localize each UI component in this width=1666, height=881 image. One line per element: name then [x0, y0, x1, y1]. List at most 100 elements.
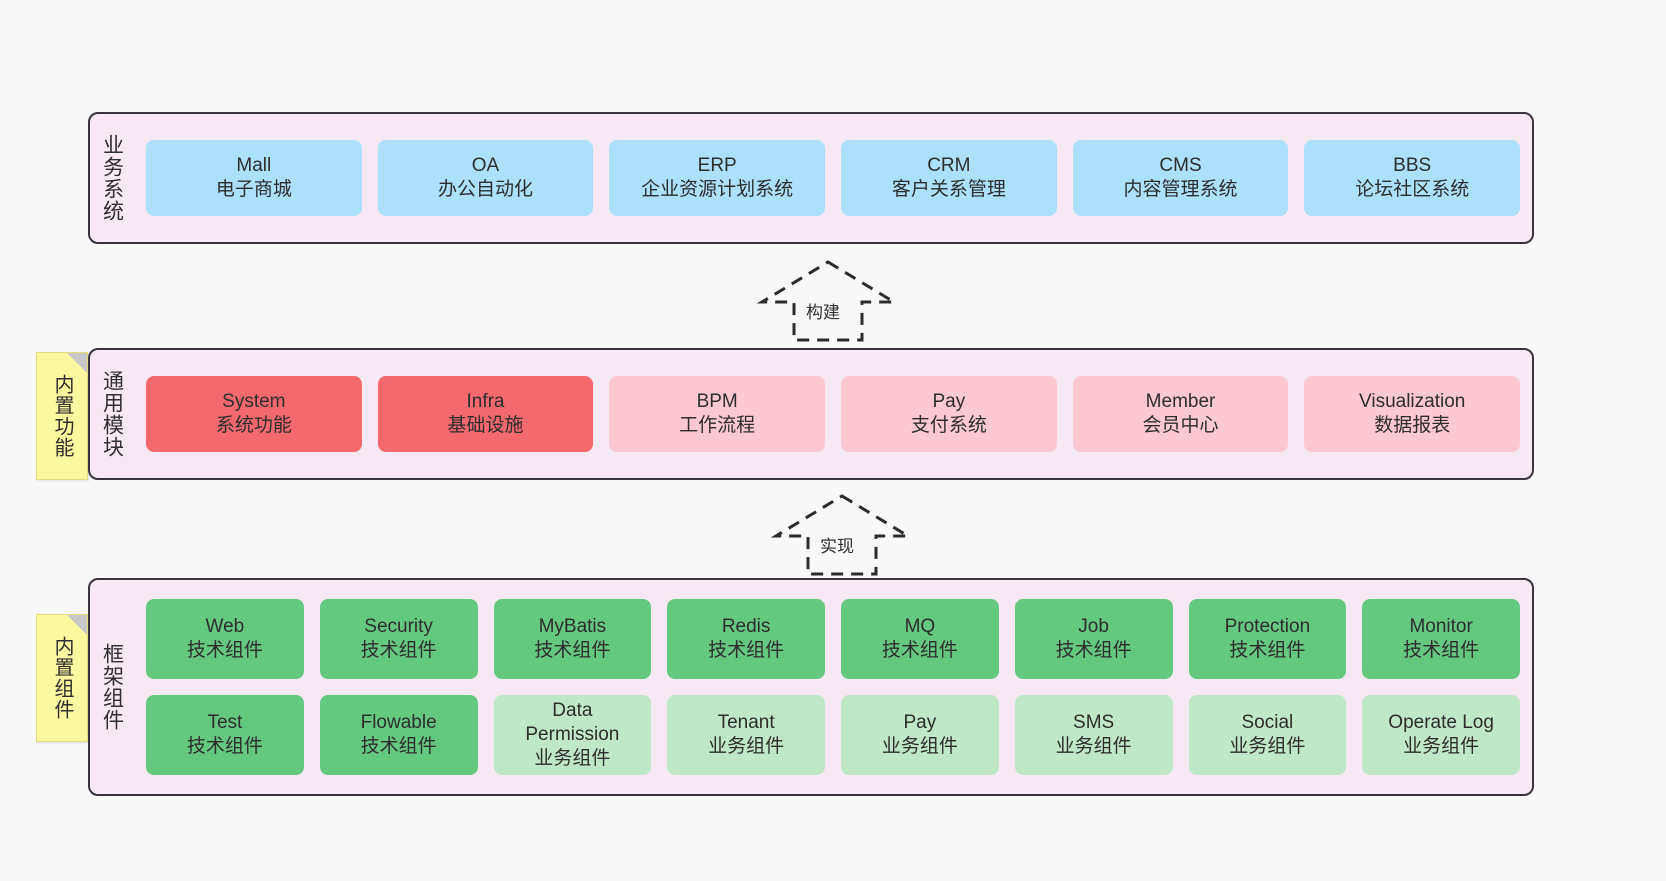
layer-title-common-module: 通用模块 — [100, 370, 124, 458]
card-subtitle: 技术组件 — [360, 736, 437, 757]
card-title: MQ — [904, 615, 936, 637]
card-title: MyBatis — [538, 615, 607, 637]
card-row: Test 技术组件 Flowable 技术组件 Data Permission … — [146, 695, 1520, 775]
card-title: ERP — [697, 154, 737, 176]
layer-framework-component: 框架组件 Web 技术组件 Security 技术组件 MyBatis 技术组件… — [88, 578, 1534, 796]
card-title: Pay — [903, 711, 937, 733]
card-row: System 系统功能 Infra 基础设施 BPM 工作流程 Pay 支付系统… — [146, 376, 1521, 452]
card-subtitle: 业务组件 — [534, 748, 611, 770]
card-title: Redis — [721, 615, 771, 637]
card-subtitle: 业务组件 — [1403, 736, 1480, 757]
card-subtitle: 论坛社区系统 — [1355, 179, 1470, 200]
card-security[interactable]: Security 技术组件 — [319, 599, 478, 679]
card-subtitle: 数据报表 — [1374, 415, 1451, 436]
connector-label-implement: 实现 — [818, 532, 856, 557]
card-subtitle: 会员中心 — [1142, 415, 1219, 436]
card-crm[interactable]: CRM 客户关系管理 — [841, 140, 1057, 216]
card-title: Protection — [1224, 615, 1311, 637]
card-title: BBS — [1393, 154, 1432, 176]
card-title: Data Permission — [525, 699, 620, 745]
connector-label-build: 构建 — [804, 298, 842, 323]
layer-body-common-module: System 系统功能 Infra 基础设施 BPM 工作流程 Pay 支付系统… — [134, 350, 1532, 478]
card-mq[interactable]: MQ 技术组件 — [841, 599, 999, 679]
connector-build: 构建 — [756, 258, 900, 344]
card-protection[interactable]: Protection 技术组件 — [1188, 599, 1347, 679]
card-title: Operate Log — [1388, 711, 1494, 733]
card-subtitle: 技术组件 — [186, 640, 263, 661]
card-mybatis[interactable]: MyBatis 技术组件 — [493, 599, 652, 679]
card-subtitle: 业务组件 — [881, 736, 958, 757]
card-title: Test — [207, 711, 243, 733]
card-cms[interactable]: CMS 内容管理系统 — [1072, 140, 1289, 216]
card-subtitle: 业务组件 — [1229, 736, 1306, 757]
card-subtitle: 技术组件 — [708, 640, 785, 661]
card-subtitle: 业务组件 — [1055, 736, 1132, 757]
card-data-permission[interactable]: Data Permission 业务组件 — [493, 695, 652, 775]
note-label: 内置组件 — [51, 636, 73, 720]
card-redis[interactable]: Redis 技术组件 — [667, 599, 825, 679]
card-subtitle: 业务组件 — [708, 736, 785, 757]
card-job[interactable]: Job 技术组件 — [1014, 599, 1173, 679]
card-subtitle: 企业资源计划系统 — [641, 179, 794, 200]
note-builtin-features: 内置功能 — [36, 352, 88, 480]
card-subtitle: 技术组件 — [360, 640, 437, 661]
card-visualization[interactable]: Visualization 数据报表 — [1304, 376, 1521, 452]
card-system[interactable]: System 系统功能 — [146, 376, 362, 452]
card-subtitle: 客户关系管理 — [891, 179, 1006, 200]
card-pay-component[interactable]: Pay 业务组件 — [841, 695, 999, 775]
card-subtitle: 技术组件 — [186, 736, 263, 757]
card-title: Member — [1145, 390, 1216, 412]
card-oa[interactable]: OA 办公自动化 — [377, 140, 594, 216]
card-member[interactable]: Member 会员中心 — [1072, 376, 1289, 452]
card-title: SMS — [1073, 711, 1115, 733]
card-subtitle: 工作流程 — [679, 415, 756, 436]
card-title: Infra — [466, 390, 505, 412]
card-subtitle: 系统功能 — [215, 415, 292, 436]
layer-body-business-system: Mall 电子商城 OA 办公自动化 ERP 企业资源计划系统 CRM 客户关系… — [134, 114, 1532, 242]
card-title: Tenant — [717, 711, 775, 733]
card-row: Mall 电子商城 OA 办公自动化 ERP 企业资源计划系统 CRM 客户关系… — [146, 140, 1521, 216]
card-monitor[interactable]: Monitor 技术组件 — [1362, 599, 1520, 679]
layer-body-framework-component: Web 技术组件 Security 技术组件 MyBatis 技术组件 Redi… — [134, 580, 1532, 794]
card-subtitle: 基础设施 — [447, 415, 524, 436]
card-subtitle: 支付系统 — [910, 415, 987, 436]
card-operate-log[interactable]: Operate Log 业务组件 — [1362, 695, 1520, 775]
card-social[interactable]: Social 业务组件 — [1188, 695, 1347, 775]
card-title: CRM — [927, 154, 971, 176]
card-title: Flowable — [360, 711, 437, 733]
card-title: CMS — [1159, 154, 1202, 176]
card-title: OA — [471, 154, 500, 176]
card-title: Job — [1078, 615, 1109, 637]
card-tenant[interactable]: Tenant 业务组件 — [667, 695, 825, 775]
layer-common-module: 通用模块 System 系统功能 Infra 基础设施 BPM 工作流程 Pay… — [88, 348, 1534, 480]
card-title: Monitor — [1409, 615, 1473, 637]
card-pay[interactable]: Pay 支付系统 — [841, 376, 1057, 452]
card-title: System — [222, 390, 286, 412]
note-label: 内置功能 — [51, 374, 73, 458]
card-bpm[interactable]: BPM 工作流程 — [609, 376, 826, 452]
card-title: Pay — [932, 390, 966, 412]
card-infra[interactable]: Infra 基础设施 — [377, 376, 594, 452]
layer-business-system: 业务系统 Mall 电子商城 OA 办公自动化 ERP 企业资源计划系统 CRM… — [88, 112, 1534, 244]
layer-title-business-system: 业务系统 — [100, 134, 124, 222]
card-erp[interactable]: ERP 企业资源计划系统 — [609, 140, 826, 216]
generalization-arrow-icon — [756, 260, 900, 342]
card-title: Mall — [236, 154, 272, 176]
card-web[interactable]: Web 技术组件 — [146, 599, 304, 679]
card-subtitle: 技术组件 — [881, 640, 958, 661]
card-title: Security — [364, 615, 433, 637]
card-subtitle: 技术组件 — [1055, 640, 1132, 661]
card-row: Web 技术组件 Security 技术组件 MyBatis 技术组件 Redi… — [146, 599, 1520, 679]
card-test[interactable]: Test 技术组件 — [146, 695, 304, 775]
card-flowable[interactable]: Flowable 技术组件 — [319, 695, 478, 775]
card-subtitle: 办公自动化 — [438, 179, 534, 200]
card-sms[interactable]: SMS 业务组件 — [1014, 695, 1173, 775]
card-subtitle: 电子商城 — [215, 179, 292, 200]
card-subtitle: 内容管理系统 — [1123, 179, 1238, 200]
card-mall[interactable]: Mall 电子商城 — [146, 140, 362, 216]
card-subtitle: 技术组件 — [1229, 640, 1306, 661]
card-bbs[interactable]: BBS 论坛社区系统 — [1304, 140, 1521, 216]
generalization-arrow-icon — [770, 494, 914, 576]
card-title: BPM — [696, 390, 738, 412]
